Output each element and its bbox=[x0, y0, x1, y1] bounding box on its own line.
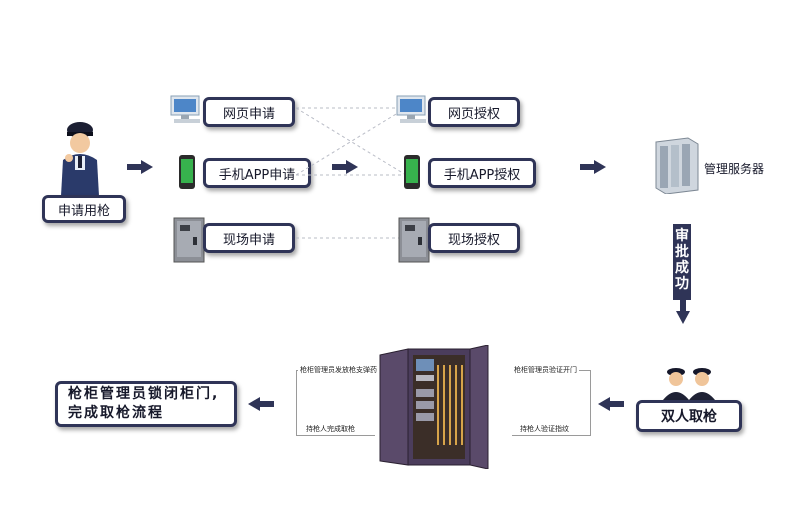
arrow-down-icon bbox=[676, 300, 690, 324]
gun-cabinet-icon bbox=[173, 217, 205, 263]
police-officer-icon bbox=[61, 122, 99, 196]
dual-take-box[interactable]: 双人取枪 bbox=[636, 400, 742, 432]
web-auth-label: 网页授权 bbox=[447, 106, 500, 122]
server-rack-icon bbox=[655, 137, 699, 194]
connector-lines bbox=[296, 107, 406, 239]
arrow-right-icon bbox=[580, 160, 606, 174]
mobile-phone-icon bbox=[404, 155, 420, 189]
site-apply-box[interactable]: 现场申请 bbox=[203, 223, 295, 253]
open-gun-safe-icon bbox=[379, 345, 489, 469]
site-apply-label: 现场申请 bbox=[222, 232, 275, 248]
gun-cabinet-icon bbox=[398, 217, 430, 263]
web-auth-box[interactable]: 网页授权 bbox=[428, 97, 520, 127]
approval-label: 审批成功 bbox=[675, 228, 689, 292]
holder-verify-note: 持枪人验证指纹 bbox=[518, 424, 571, 434]
apply-gun-label: 申请用枪 bbox=[57, 203, 110, 219]
server-label: 管理服务器 bbox=[704, 162, 765, 176]
finish-box[interactable]: 枪柜管理员锁闭柜门,完成取枪流程 bbox=[55, 381, 237, 427]
app-apply-label: 手机APP申请 bbox=[218, 167, 296, 183]
app-auth-box[interactable]: 手机APP授权 bbox=[428, 158, 536, 188]
two-guards-icon bbox=[663, 368, 715, 400]
computer-icon bbox=[396, 95, 426, 123]
web-apply-box[interactable]: 网页申请 bbox=[203, 97, 295, 127]
app-auth-label: 手机APP授权 bbox=[443, 167, 521, 183]
arrow-right-icon bbox=[127, 160, 153, 174]
app-apply-box[interactable]: 手机APP申请 bbox=[203, 158, 311, 188]
admin-send-note: 枪柜管理员发放枪支弹药 bbox=[298, 365, 379, 375]
finish-label: 枪柜管理员锁闭柜门,完成取枪流程 bbox=[68, 386, 220, 421]
site-auth-box[interactable]: 现场授权 bbox=[428, 223, 520, 253]
arrow-left-icon bbox=[248, 397, 274, 411]
mobile-phone-icon bbox=[179, 155, 195, 189]
approval-bar: 审批成功 bbox=[673, 224, 691, 300]
arrow-left-icon bbox=[598, 397, 624, 411]
arrow-right-icon bbox=[332, 160, 358, 174]
dual-take-label: 双人取枪 bbox=[661, 409, 717, 425]
admin-verify-note: 枪柜管理员验证开门 bbox=[512, 365, 579, 375]
site-auth-label: 现场授权 bbox=[447, 232, 500, 248]
apply-gun-box[interactable]: 申请用枪 bbox=[42, 195, 126, 223]
web-apply-label: 网页申请 bbox=[222, 106, 275, 122]
holder-done-note: 持枪人完成取枪 bbox=[304, 424, 357, 434]
computer-icon bbox=[170, 95, 200, 123]
